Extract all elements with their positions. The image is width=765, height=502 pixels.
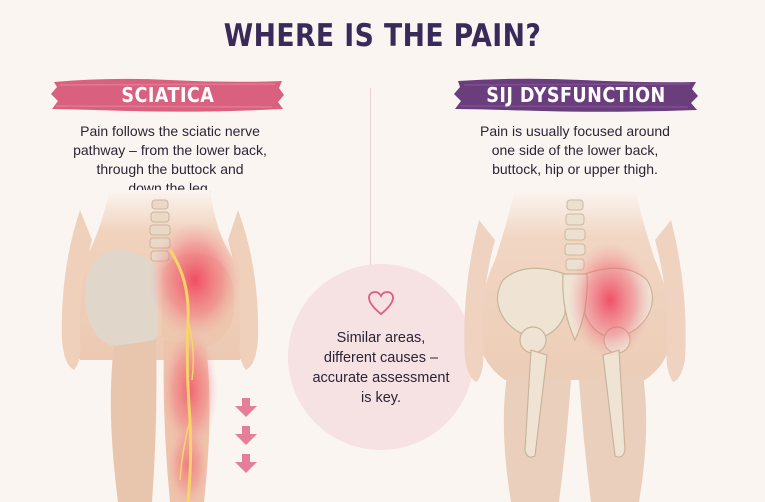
sij-body-illustration [464,190,686,502]
sij-banner: SIJ DYSFUNCTION [452,76,700,114]
key-message-line: is key. [360,390,401,406]
brush-stroke-purple [454,78,698,112]
key-message-circle: Similar areas, different causes – accura… [288,264,474,450]
sij-desc-line: one side of the lower back, [491,142,659,158]
sciatica-body-illustration [61,190,259,502]
sciatica-description: Pain follows the sciatic nerve pathway –… [55,122,285,198]
sciatica-banner: SCIATICA [50,76,285,114]
key-message-line: accurate assessment [312,370,450,386]
key-message-text: Similar areas, different causes – accura… [312,328,449,408]
center-divider [370,88,371,288]
sciatica-heading: SCIATICA [120,83,215,107]
sij-desc-line: buttock, hip or upper thigh. [492,161,658,177]
sij-description: Pain is usually focused around one side … [450,122,700,179]
sciatica-desc-line: Pain follows the sciatic nerve [80,123,260,139]
sciatica-desc-line: through the buttock and [96,161,244,177]
sciatica-desc-line: pathway – from the lower back, [73,142,267,158]
sij-desc-line: Pain is usually focused around [480,123,670,139]
heart-outline-icon [368,291,394,316]
page-title: WHERE IS THE PAIN? [223,18,542,54]
sij-heading: SIJ DYSFUNCTION [486,83,666,107]
brush-stroke-pink [51,78,284,112]
key-message-line: Similar areas, [336,330,426,346]
key-message-line: different causes – [323,350,439,366]
down-arrows-icon [235,398,257,473]
